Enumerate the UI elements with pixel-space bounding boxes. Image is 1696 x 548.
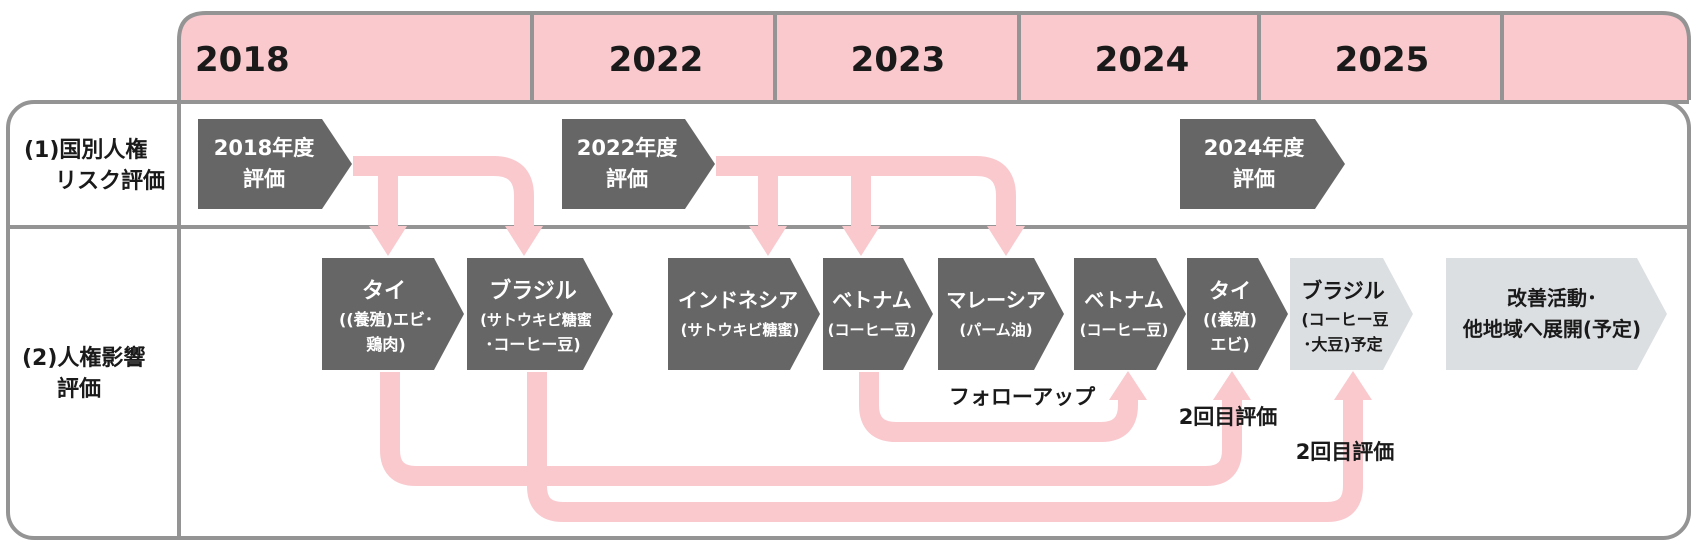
impact-vietnam-2024: ベトナム (コーヒー豆) (1074, 258, 1186, 370)
arrowhead-indonesia (749, 226, 787, 256)
chevron-label: ブラジル (489, 278, 577, 304)
impact-indonesia-2022: インドネシア (サトウキビ糖蜜) (668, 258, 820, 370)
year-2023: 2023 (851, 40, 946, 80)
arrowhead-brazil (505, 226, 543, 256)
impact-thai-2024: タイ ((養殖) エビ) (1187, 258, 1288, 370)
chevron-label: 2022年度 (577, 136, 677, 160)
flow-connectors (353, 156, 1372, 522)
chevron-shape (562, 119, 715, 209)
flow-thai-second (380, 372, 1242, 486)
chevron-label: 評価 (606, 167, 648, 191)
follow-up-label: フォローアップ (949, 385, 1096, 409)
chevron-label: (サトウキビ糖蜜) (681, 321, 800, 339)
year-2025: 2025 (1335, 40, 1430, 80)
flow-2018-to-brazil (353, 156, 534, 228)
flow-2022-to-malaysia (716, 156, 1016, 228)
risk-assessment-2022: 2022年度 評価 (562, 119, 715, 209)
chevron-label: (パーム油) (959, 321, 1032, 339)
chevron-label: (コーヒー豆) (828, 321, 917, 339)
impact-malaysia-2023: マレーシア (パーム油) (938, 258, 1064, 370)
chevron-label: 鶏肉) (366, 335, 405, 354)
chevron-label: 改善活動･ (1507, 286, 1597, 310)
row1-label-line2: リスク評価 (55, 168, 165, 194)
chevron-label: (サトウキビ糖蜜 (480, 311, 592, 329)
chevron-label: 2018年度 (214, 136, 314, 160)
flow-follow-up (859, 372, 1138, 442)
chevron-shape (322, 258, 464, 370)
chevron-label: ((養殖) (1203, 310, 1257, 329)
year-2018: 2018 (195, 40, 290, 80)
year-2024: 2024 (1095, 40, 1190, 80)
row1-label-line1: (1)国別人権 (24, 137, 147, 163)
row2-label-line2: 評価 (57, 376, 101, 402)
header-frame (177, 11, 1691, 100)
chevron-shape (1446, 258, 1667, 370)
impact-brazil-2025-planned: ブラジル (コーヒー豆 ･大豆)予定 (1290, 258, 1413, 370)
chevron-label: 2024年度 (1204, 136, 1304, 160)
chevron-label: マレーシア (946, 288, 1046, 312)
flow-brazil-second (527, 372, 1363, 522)
impact-thai-2018: タイ ((養殖)エビ･ 鶏肉) (322, 258, 464, 370)
row-labels: (1)国別人権 リスク評価 (2)人権影響 評価 (22, 137, 165, 402)
chevron-label: タイ (1209, 279, 1251, 303)
row2-label-line1: (2)人権影響 (22, 345, 145, 371)
improvement-expansion-planned: 改善活動･ 他地域へ展開(予定) (1446, 258, 1667, 370)
chevron-shape (1290, 258, 1413, 370)
chevron-label: インドネシア (678, 288, 798, 312)
arrowhead-brazil-second (1334, 371, 1372, 400)
chevron-label: (コーヒー豆) (1080, 321, 1169, 339)
second-evaluation-label: 2回目評価 (1179, 405, 1278, 429)
chevron-label: (コーヒー豆 (1301, 310, 1388, 329)
second-evaluation-label: 2回目評価 (1296, 440, 1395, 464)
chevron-shape (823, 258, 933, 370)
arrowhead-vietnam (842, 226, 880, 256)
chevron-label: 評価 (1233, 167, 1275, 191)
arrowhead-follow-up (1109, 371, 1147, 400)
chevron-label: ･コーヒー豆) (485, 335, 580, 354)
arrowhead-thai (369, 226, 407, 256)
chevron-shape (1180, 119, 1345, 209)
year-2022: 2022 (609, 40, 704, 80)
chevron-shape (938, 258, 1064, 370)
chevron-label: エビ) (1210, 335, 1249, 354)
chevron-shape (198, 119, 352, 209)
arrowhead-thai-second (1213, 371, 1251, 400)
year-header: 2018 2022 2023 2024 2025 (179, 13, 1689, 100)
chevron-label: ベトナム (1084, 288, 1163, 312)
chevron-shape (1074, 258, 1186, 370)
chevron-label: ･大豆)予定 (1303, 335, 1382, 354)
chevron-label: 評価 (243, 167, 285, 191)
chevron-shape (668, 258, 820, 370)
chevron-label: 他地域へ展開(予定) (1462, 317, 1641, 341)
chevron-label: ((養殖)エビ･ (339, 310, 433, 329)
chevron-shape (1187, 258, 1288, 370)
chevron-label: タイ (362, 279, 406, 304)
chevron-shape (467, 258, 613, 370)
chevron-label: ベトナム (832, 288, 911, 312)
chevron-label: ブラジル (1301, 279, 1385, 303)
arrowhead-malaysia (987, 226, 1025, 256)
risk-assessment-2018: 2018年度 評価 (198, 119, 352, 209)
risk-assessment-2024: 2024年度 評価 (1180, 119, 1345, 209)
header-band (179, 13, 1689, 100)
impact-vietnam-2022: ベトナム (コーヒー豆) (823, 258, 933, 370)
impact-brazil-2018: ブラジル (サトウキビ糖蜜 ･コーヒー豆) (467, 258, 613, 370)
